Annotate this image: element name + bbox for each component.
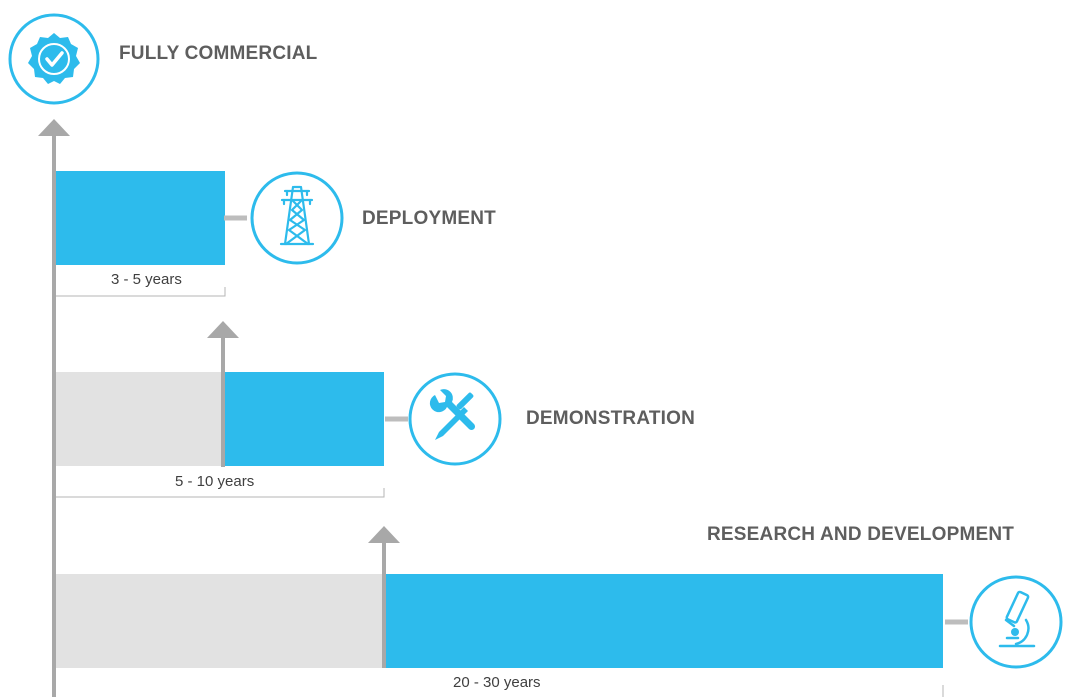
- microscope-icon: [969, 575, 1063, 669]
- main-arrow: [38, 119, 70, 697]
- deployment-duration-bracket: [56, 287, 226, 297]
- deployment-bar: [56, 171, 225, 265]
- demonstration-prior-bar: [56, 372, 224, 466]
- stage-title-commercial: FULLY COMMERCIAL: [119, 43, 318, 64]
- transmission-tower-icon: [250, 171, 344, 265]
- research-arrow: [368, 526, 400, 668]
- duration-demonstration: 5 - 10 years: [175, 473, 255, 490]
- research-bar: [384, 574, 943, 668]
- research-prior-bar: [56, 574, 382, 668]
- stage-title-demonstration: DEMONSTRATION: [526, 408, 696, 429]
- demonstration-duration-bracket: [56, 488, 385, 498]
- stage-title-deployment: DEPLOYMENT: [362, 208, 496, 229]
- duration-deployment: 3 - 5 years: [111, 271, 182, 288]
- wrench-screwdriver-icon: [408, 372, 502, 466]
- demonstration-arrow: [207, 321, 239, 467]
- stage-title-research: RESEARCH AND DEVELOPMENT: [707, 524, 1015, 545]
- duration-research: 20 - 30 years: [453, 674, 541, 691]
- demonstration-bar: [224, 372, 384, 466]
- verified-badge-icon: [8, 13, 100, 105]
